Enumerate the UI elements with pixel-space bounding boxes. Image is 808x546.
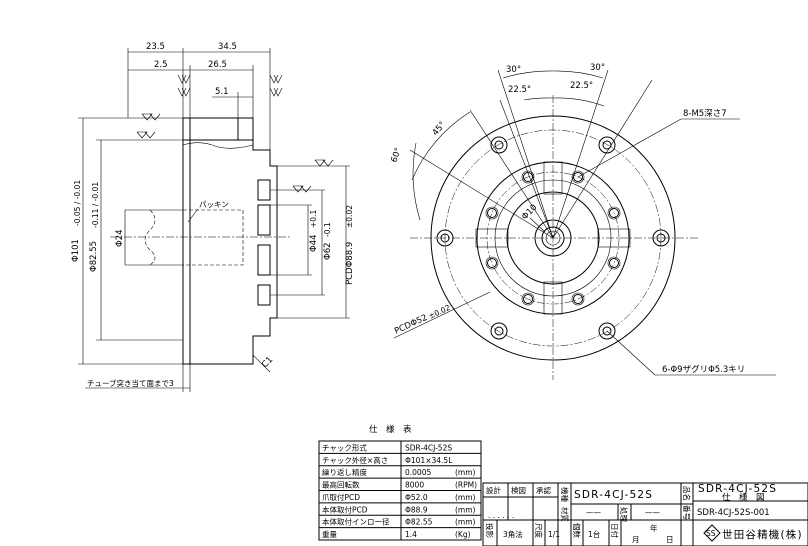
tb-model: SDR-4CJ-52S: [574, 489, 653, 501]
spec-row-unit: (mm): [455, 468, 476, 477]
m5-holes: [485, 170, 621, 306]
note-counterbore-holes: 6-Φ9ザグリΦ5.3キリ: [662, 364, 745, 375]
side-view: 23.5 34.5 2.5 26.5 5.1 パッキン: [71, 42, 355, 392]
spec-row-label: 爪取付PCD: [322, 492, 360, 502]
dim-pcd88-9: PCDΦ88.9: [345, 242, 355, 285]
dim-d62: Φ62: [323, 242, 333, 260]
tb-projection: 3角法: [503, 529, 523, 539]
spec-row-unit: (mm): [455, 518, 476, 527]
tb-company: 世田谷精機(株): [722, 528, 803, 541]
chamfer-c1: C1: [260, 355, 275, 370]
tb-name-line2: 仕 様 図: [722, 492, 765, 503]
dim-d10: Φ10: [520, 203, 539, 222]
dim-26-5: 26.5: [208, 60, 227, 70]
spec-row-label: 重量: [322, 530, 337, 539]
note-m5-holes: 8-M5深さ7: [683, 109, 727, 119]
dim-d44-tol: +0.1: [309, 210, 318, 228]
tb-check: 検図: [511, 485, 526, 495]
spec-row-label: 最高回転数: [322, 480, 360, 490]
surface-mark-3: [136, 113, 161, 139]
tb-treatment: ——: [645, 508, 661, 517]
spec-row-label: チャック形式: [322, 442, 367, 452]
spec-row-label: 繰り返し精度: [322, 467, 367, 477]
dim-23-5: 23.5: [146, 42, 165, 52]
spec-row-unit: (RPM): [455, 481, 477, 490]
spec-row-unit: (mm): [455, 493, 476, 502]
dim-pcd52-tol: ±0.02: [427, 303, 452, 321]
front-view: 30° 30° 22.5° 22.5° 45° 60° 8-M5深さ7 Φ10 …: [389, 63, 776, 380]
dim-d82-55-tol: -0.11 / -0.01: [91, 182, 100, 228]
counterbore-holes: [436, 136, 670, 340]
tb-scale-label: 尺度: [534, 523, 544, 538]
seal-label: パッキン: [199, 200, 229, 209]
tb-qty-label: 個数: [572, 523, 582, 538]
angle-22-5-right: 22.5°: [570, 81, 593, 91]
surface-mark-4: [292, 159, 334, 193]
tb-projection-label: 投影: [485, 523, 495, 538]
spec-row-unit: (Kg): [455, 530, 471, 539]
angle-22-5-left: 22.5°: [508, 85, 531, 95]
spec-row-value: Φ101×34.5L: [405, 456, 453, 465]
spec-row-value: SDR-4CJ-52S: [405, 443, 452, 452]
spec-row-value: Φ82.55: [405, 518, 433, 527]
tb-name-line1: SDR-4CJ-52S: [698, 483, 777, 495]
tb-name-label: 品名: [682, 486, 692, 501]
tb-model-label: 機種: [560, 487, 570, 502]
dim-d101-tol: -0.05 / -0.01: [73, 180, 82, 226]
dim-d24: Φ24: [115, 229, 125, 247]
angle-30-right: 30°: [590, 63, 605, 73]
tube-note: チューブ突き当て面まで3: [87, 378, 174, 388]
dim-pcd52: PCDΦ52: [393, 313, 429, 337]
tb-approve: 承認: [536, 485, 551, 495]
spec-table-title: 仕 様 表: [369, 424, 412, 435]
dim-d82-55: Φ82.55: [89, 241, 99, 272]
tb-drawing-no: SDR-4CJ-52S-001: [697, 508, 770, 518]
spec-row-value: Φ88.9: [405, 505, 428, 514]
chuck-body-outline: [182, 117, 278, 365]
tb-scale: 1/1: [548, 530, 560, 539]
surface-mark-1: [177, 74, 191, 97]
company-logo-icon: SS: [703, 524, 721, 542]
tb-treatment-label: 処理: [619, 507, 629, 522]
tb-material: ——: [586, 508, 602, 517]
tb-material-label: 材質: [560, 507, 570, 522]
tb-date-day: 日: [666, 535, 674, 544]
title-block: 設計 検図 承認 . . . . . . 機種 SDR-4CJ-52S 材質 —…: [482, 482, 808, 546]
dim-2-5: 2.5: [154, 60, 168, 70]
tb-date-year: 年: [650, 523, 658, 533]
dim-34-5: 34.5: [218, 42, 237, 52]
tb-drawing-no-label: 番号: [682, 505, 692, 520]
spec-row-value: 0.0005: [405, 468, 431, 477]
dim-d101: Φ101: [71, 239, 81, 262]
dim-5-1: 5.1: [215, 87, 229, 97]
dim-d44: Φ44: [309, 234, 319, 252]
spec-row-label: チャック外径×高さ: [322, 455, 388, 465]
dim-d62-tol: -0.1: [323, 222, 332, 237]
spec-row-unit: (mm): [455, 505, 476, 514]
angle-45: 45°: [431, 120, 448, 138]
spec-row-value: 1.4: [405, 530, 417, 539]
spec-row-label: 本体取付PCD: [322, 504, 368, 514]
tb-date-label: 日付: [610, 523, 620, 538]
tb-qty: 1台: [588, 529, 600, 539]
surface-mark-2: [269, 74, 283, 97]
tb-dots: . . . . . .: [488, 511, 514, 520]
tb-design: 設計: [486, 485, 501, 495]
spec-row-value: Φ52.0: [405, 493, 428, 502]
tb-date-month: 月: [632, 535, 640, 544]
dim-pcd88-9-tol: ±0.02: [345, 205, 354, 228]
jaw-slots: [475, 161, 631, 315]
svg-text:SS: SS: [706, 529, 716, 538]
spec-row-label: 本体取付インロー径: [322, 517, 390, 527]
angle-30-left: 30°: [506, 65, 521, 75]
angle-60: 60°: [389, 146, 404, 164]
spec-table: 仕 様 表 チャック形式 SDR-4CJ-52S チャック外径×高さ Φ101×34.…: [318, 424, 482, 541]
spec-row-value: 8000: [405, 481, 424, 490]
